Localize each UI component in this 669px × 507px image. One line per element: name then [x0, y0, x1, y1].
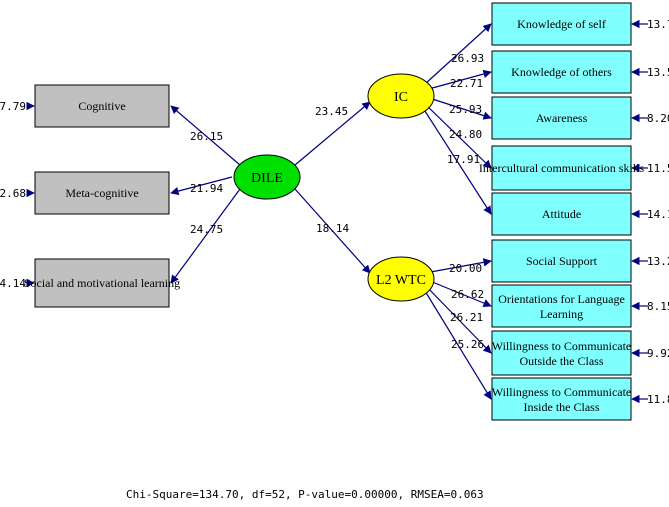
error-variance-l2wtc-1: 13.26 [647, 255, 669, 268]
indicator-label-ic-2: Knowledge of others [511, 65, 612, 79]
error-variance-ic-5: 14.12 [647, 208, 669, 221]
indicator-box-dile-3 [34, 258, 170, 308]
indicator-label-ic-5: Attitude [542, 207, 581, 221]
fit-statistics: Chi-Square=134.70, df=52, P-value=0.0000… [126, 488, 484, 501]
latent-l2wtc-ellipse [367, 256, 435, 302]
indicator-label-dile-1: Cognitive [78, 99, 125, 113]
loading-arrow-l2wtc-2 [424, 278, 492, 308]
path-arrow-dile-ic [294, 101, 371, 166]
t-value-ic-4: 24.80 [449, 128, 482, 141]
error-variance-l2wtc-4: 11.81 [647, 393, 669, 406]
t-value-dile-1: 26.15 [190, 130, 223, 143]
loading-arrow-l2wtc-4 [424, 290, 492, 400]
indicator-label-ic-4: Intercultural communication skills [479, 161, 645, 175]
loading-arrow-dile-1 [170, 105, 241, 166]
indicator-box-ic-4 [491, 145, 632, 191]
latent-ic-ellipse [367, 73, 435, 119]
error-variance-ic-4: 11.55 [647, 162, 669, 175]
indicator-box-l2wtc-4 [491, 377, 632, 421]
t-value-dile-ic: 23.45 [315, 105, 348, 118]
loading-arrow-ic-5 [422, 107, 492, 215]
error-variance-dile-3: 14.14 [0, 277, 26, 290]
indicator-box-ic-2 [491, 50, 632, 94]
error-variance-l2wtc-2: 8.15 [647, 300, 669, 313]
indicator-label-ic-1: Knowledge of self [517, 17, 606, 31]
indicator-label-dile-3: Social and motivational learning [24, 276, 180, 290]
latent-dile-ellipse [233, 154, 301, 200]
indicator-box-dile-2 [34, 171, 170, 215]
indicator-box-l2wtc-2 [491, 284, 632, 328]
indicator-label-l2wtc-3-line1: Willingness to Communicate [492, 339, 632, 353]
loading-arrow-ic-4 [422, 101, 492, 169]
indicator-label-l2wtc-4-line1: Willingness to Communicate [492, 385, 632, 399]
loading-arrow-ic-1 [424, 23, 492, 85]
error-variance-ic-2: 13.58 [647, 66, 669, 79]
indicator-label-l2wtc-1: Social Support [526, 254, 598, 268]
indicator-label-dile-2: Meta-cognitive [65, 186, 138, 200]
indicator-box-l2wtc-3 [491, 330, 632, 376]
indicator-label-ic-3: Awareness [536, 111, 588, 125]
indicator-label-l2wtc-4-line2: Inside the Class [524, 400, 600, 414]
indicator-box-dile-1 [34, 84, 170, 128]
t-value-dile-2: 21.94 [190, 182, 223, 195]
path-arrow-dile-l2wtc [294, 188, 371, 274]
t-value-ic-2: 22.71 [450, 77, 483, 90]
latent-l2wtc-label: L2 WTC [376, 273, 426, 288]
indicator-box-l2wtc-1 [491, 239, 632, 283]
t-value-l2wtc-3: 26.21 [450, 311, 483, 324]
latent-dile-label: DILE [251, 171, 283, 186]
t-value-ic-5: 17.91 [447, 153, 480, 166]
t-value-dile-3: 24.75 [190, 223, 223, 236]
t-value-l2wtc-2: 26.62 [451, 288, 484, 301]
indicator-label-l2wtc-2-line2: Learning [540, 307, 583, 321]
error-variance-dile-2: 12.68 [0, 187, 26, 200]
latent-ic-label: IC [394, 90, 408, 105]
t-value-ic-1: 26.93 [451, 52, 484, 65]
t-value-dile-l2wtc: 18.14 [316, 222, 349, 235]
t-value-ic-3: 25.93 [449, 103, 482, 116]
indicator-label-l2wtc-2-line1: Orientations for Language [498, 292, 625, 306]
loading-arrow-dile-2 [170, 176, 233, 196]
t-value-l2wtc-4: 25.26 [451, 338, 484, 351]
indicator-box-ic-3 [491, 96, 632, 140]
error-variance-ic-3: 8.20 [647, 112, 669, 125]
error-variance-dile-1: 7.79 [0, 100, 26, 113]
loading-arrow-l2wtc-1 [424, 258, 492, 274]
t-value-l2wtc-1: 20.00 [449, 262, 482, 275]
error-variance-l2wtc-3: 9.92 [647, 347, 669, 360]
indicator-label-l2wtc-3-line2: Outside the Class [520, 354, 604, 368]
loading-arrow-ic-3 [422, 95, 492, 120]
loading-arrow-ic-2 [424, 69, 492, 91]
error-variance-ic-1: 13.78 [647, 18, 669, 31]
loading-arrow-dile-3 [170, 188, 241, 284]
indicator-box-ic-1 [491, 2, 632, 46]
loading-arrow-l2wtc-3 [424, 284, 492, 354]
indicator-box-ic-5 [491, 192, 632, 236]
